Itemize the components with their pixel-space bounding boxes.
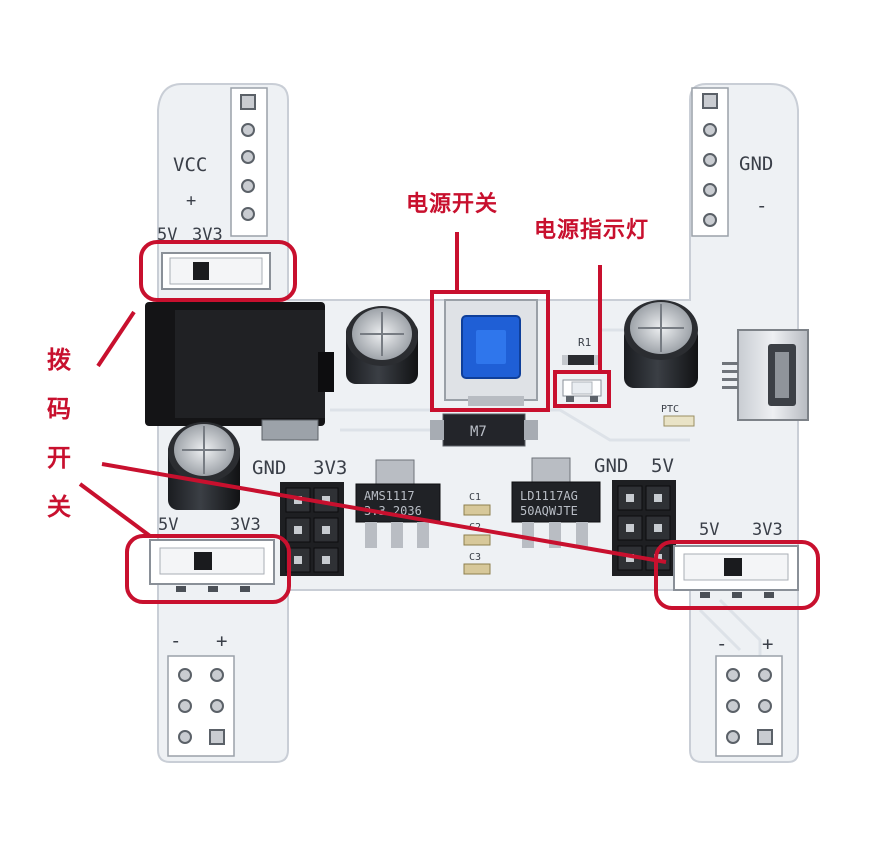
ld1117-date: 50AQWJTE <box>520 504 578 518</box>
ptc-fuse <box>663 415 695 427</box>
gnd-label: GND <box>739 153 773 175</box>
dip-pointer-right <box>101 462 667 564</box>
bottom-left-3v3-label: 3V3 <box>230 515 261 535</box>
vcc-label: VCC <box>173 154 207 176</box>
bottom-left-plus-label: + <box>216 630 227 652</box>
ams1117-date: 3.3 2036 <box>364 504 422 518</box>
annotation-overlays <box>78 232 820 610</box>
dip-switch-annotation: 拨 码 开 关 <box>44 336 74 532</box>
c1-label: C1 <box>469 492 481 503</box>
diode-mark: M7 <box>470 424 487 440</box>
diode-m7: M7 <box>430 413 538 447</box>
power-switch-highlight <box>430 290 550 412</box>
gnd-minus-label: - <box>756 195 767 217</box>
ld1117-marking: LD1117AG <box>520 489 578 503</box>
bottom-left-slide-switch[interactable] <box>149 539 275 592</box>
dc-barrel-jack <box>145 302 334 441</box>
capacitor-bottom-left <box>168 422 240 510</box>
ptc-label: PTC <box>661 404 679 415</box>
power-led-highlight <box>553 370 611 408</box>
power-led-annotation: 电源指示灯 <box>534 218 650 243</box>
regulator-ld1117: LD1117AG 50AQWJTE <box>511 457 601 548</box>
switch-knob[interactable] <box>193 262 209 280</box>
bottom-left-5v-label: 5V <box>158 515 178 535</box>
power-push-switch[interactable] <box>444 299 538 406</box>
power-led <box>562 379 602 402</box>
switch-knob[interactable] <box>194 552 212 570</box>
right-header-5v-label: 5V <box>651 455 674 477</box>
bottom-right-pin-header <box>715 655 783 757</box>
power-switch-annotation: 电源开关 <box>406 192 499 217</box>
top-switch-highlight <box>139 240 297 302</box>
vcc-plus-label: + <box>186 191 196 211</box>
dip-pointer-left <box>78 482 152 538</box>
capacitor-top-right <box>624 300 698 388</box>
dip-char-4: 关 <box>47 493 71 521</box>
bottom-right-plus-label: + <box>762 633 773 655</box>
top-right-pin-header <box>691 87 729 237</box>
bottom-left-minus-label: - <box>170 630 181 652</box>
dip-char-3: 开 <box>47 444 71 472</box>
top-left-pin-header <box>230 87 268 237</box>
top-left-slide-switch[interactable] <box>161 252 271 290</box>
bottom-right-switch-highlight <box>654 540 820 610</box>
bottom-right-5v-label: 5V <box>699 520 719 540</box>
bottom-right-slide-switch[interactable] <box>673 545 799 598</box>
bottom-left-pin-header <box>167 655 235 757</box>
bottom-right-minus-label: - <box>716 633 727 655</box>
left-header-3v3-label: 3V3 <box>313 457 347 479</box>
resistor-r1 <box>562 355 600 365</box>
dip-char-1: 拨 <box>47 346 71 374</box>
switch-knob[interactable] <box>724 558 742 576</box>
right-header-gnd-label: GND <box>594 455 628 477</box>
capacitor-top-left <box>346 306 418 384</box>
dip-char-2: 码 <box>47 395 71 423</box>
right-output-header <box>612 480 676 576</box>
c3-label: C3 <box>469 552 481 563</box>
r1-label: R1 <box>578 336 591 349</box>
ams1117-marking: AMS1117 <box>364 489 415 503</box>
bottom-right-3v3-label: 3V3 <box>752 520 783 540</box>
dip-pointer-top <box>96 310 136 368</box>
smd-capacitors <box>463 504 491 575</box>
micro-usb-port <box>722 329 809 421</box>
bottom-left-switch-highlight <box>125 534 291 604</box>
left-header-gnd-label: GND <box>252 457 286 479</box>
